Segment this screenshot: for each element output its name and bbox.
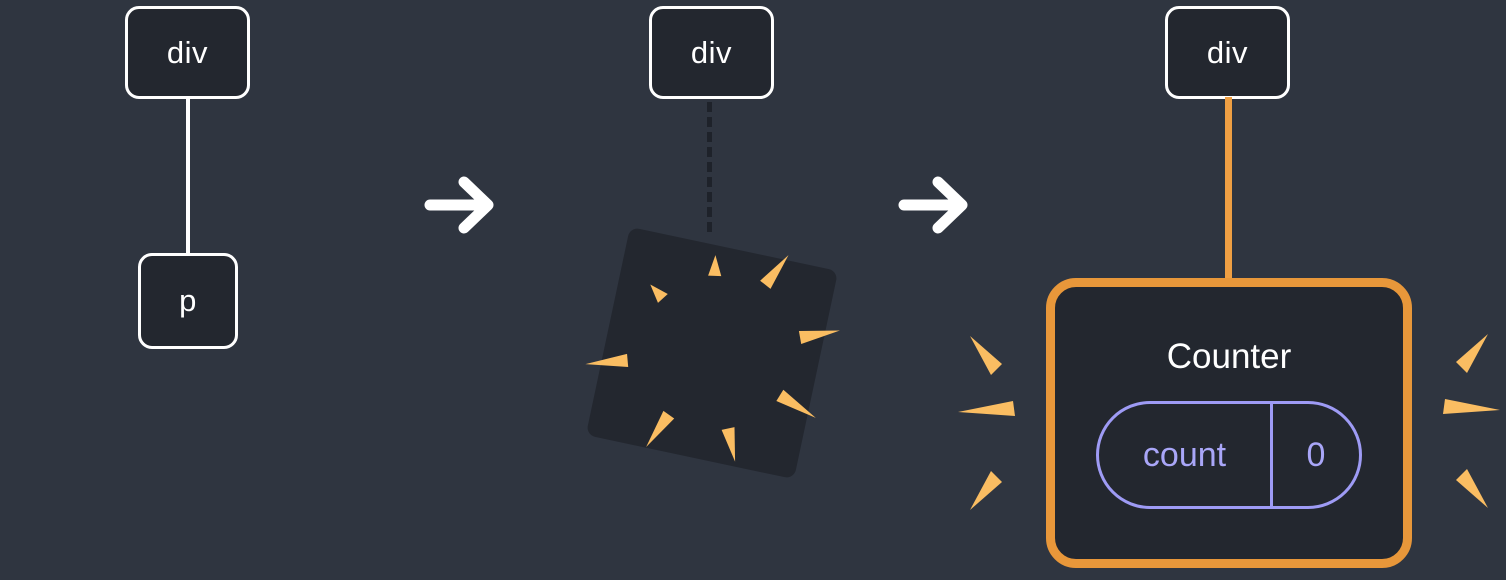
- arrow-right-icon: [424, 176, 494, 234]
- dom-node-div-step3: div: [1165, 6, 1290, 99]
- spark-icon: [776, 389, 816, 418]
- spark-icon: [760, 255, 789, 289]
- spark-icon: [1443, 399, 1500, 414]
- poof-icon: [585, 228, 840, 478]
- destroyed-node-square: [587, 228, 837, 478]
- spark-icon: [970, 336, 1002, 375]
- spark-icon: [708, 255, 722, 277]
- spark-burst: [585, 255, 840, 462]
- spark-icon: [721, 427, 736, 462]
- spark-icon: [970, 471, 1002, 510]
- dom-node-div-step1: div: [125, 6, 250, 99]
- dom-node-label: div: [1206, 34, 1249, 70]
- dom-node-div-step2: div: [649, 6, 774, 99]
- spark-icon: [798, 330, 840, 344]
- tree-edge-orange: [1225, 97, 1232, 285]
- state-value: 0: [1306, 435, 1326, 474]
- dom-node-p-step1: p: [138, 253, 238, 349]
- spark-icon: [958, 401, 1015, 416]
- spark-icon: [1456, 469, 1488, 508]
- spark-icon: [585, 353, 629, 367]
- tree-edge-dashed: [707, 102, 712, 232]
- component-title: Counter: [1166, 337, 1292, 376]
- sparkle-burst-left-icon: [958, 336, 1015, 510]
- dom-node-label: div: [166, 34, 209, 70]
- spark-icon: [646, 410, 675, 448]
- sparkle-burst-right-icon: [1443, 334, 1500, 508]
- spark-icon: [650, 284, 668, 303]
- counter-component-card: Counter count 0: [1046, 278, 1412, 568]
- state-pill: count 0: [1096, 401, 1362, 509]
- spark-icon: [1456, 334, 1488, 373]
- arrow-right-icon: [898, 176, 968, 234]
- dom-node-label: div: [690, 34, 733, 70]
- tree-edge-white: [186, 97, 190, 255]
- dom-node-label: p: [179, 283, 197, 318]
- state-key: count: [1099, 404, 1273, 506]
